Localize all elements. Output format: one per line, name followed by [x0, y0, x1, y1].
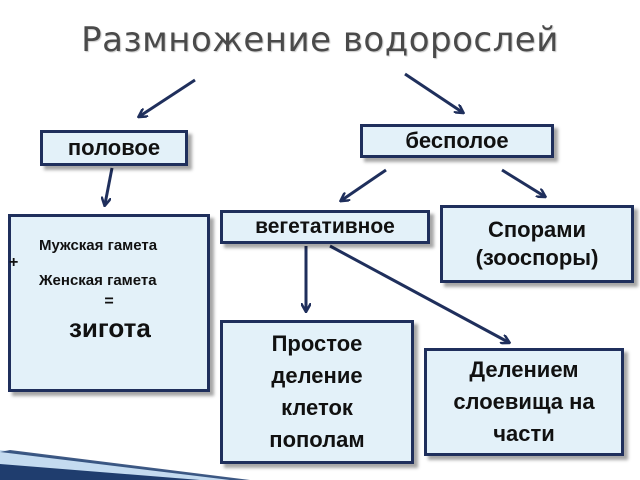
node-delenie-line: части — [493, 421, 555, 446]
page-title: Размножение водорослей — [81, 20, 559, 60]
arrow-title-to-bespoloe — [404, 72, 462, 112]
node-spory-line: (зооспоры) — [475, 245, 599, 270]
arrow-polovoe-to-zigota — [105, 167, 114, 204]
plus-sign: + — [9, 254, 19, 271]
decorative-slant-shape — [0, 450, 250, 480]
node-vegetativnoe: вегетативное — [220, 210, 430, 244]
arrow-bespoloe-to-vegetativnoe — [342, 168, 387, 200]
node-delenie-line: слоевища на — [453, 389, 595, 414]
arrow-title-to-polovoe — [140, 78, 196, 116]
node-vegetativnoe-label: вегетативное — [255, 215, 395, 238]
node-zigota: Мужская гамета + Женская гамета = зигота — [8, 214, 210, 392]
node-polovoe-label: половое — [67, 135, 161, 160]
node-delenie-sloevishcha: Делением слоевища на части — [424, 348, 624, 456]
node-polovoe: половое — [40, 130, 188, 166]
arrow-vegetativnoe-to-delenie — [329, 244, 508, 342]
male-gamete-label: Мужская гамета — [39, 237, 158, 254]
arrow-bespoloe-to-spory — [501, 168, 544, 196]
node-prostoe-line: клеток — [281, 395, 353, 420]
node-prostoe-line: Простое — [271, 331, 363, 356]
female-gamete-label: Женская гамета — [39, 272, 157, 289]
node-prostoe-line: пополам — [269, 427, 365, 452]
node-spory: Спорами (зооспоры) — [440, 205, 634, 283]
zygote-label: зигота — [69, 313, 151, 343]
node-prostoe-delenie: Простое деление клеток пополам — [220, 320, 414, 464]
node-delenie-line: Делением — [469, 357, 579, 382]
node-spory-line: Спорами — [487, 217, 587, 242]
node-bespoloe: бесполое — [360, 124, 554, 158]
equals-sign: = — [104, 293, 114, 310]
node-bespoloe-label: бесполое — [405, 128, 509, 153]
node-prostoe-line: деление — [271, 363, 363, 388]
